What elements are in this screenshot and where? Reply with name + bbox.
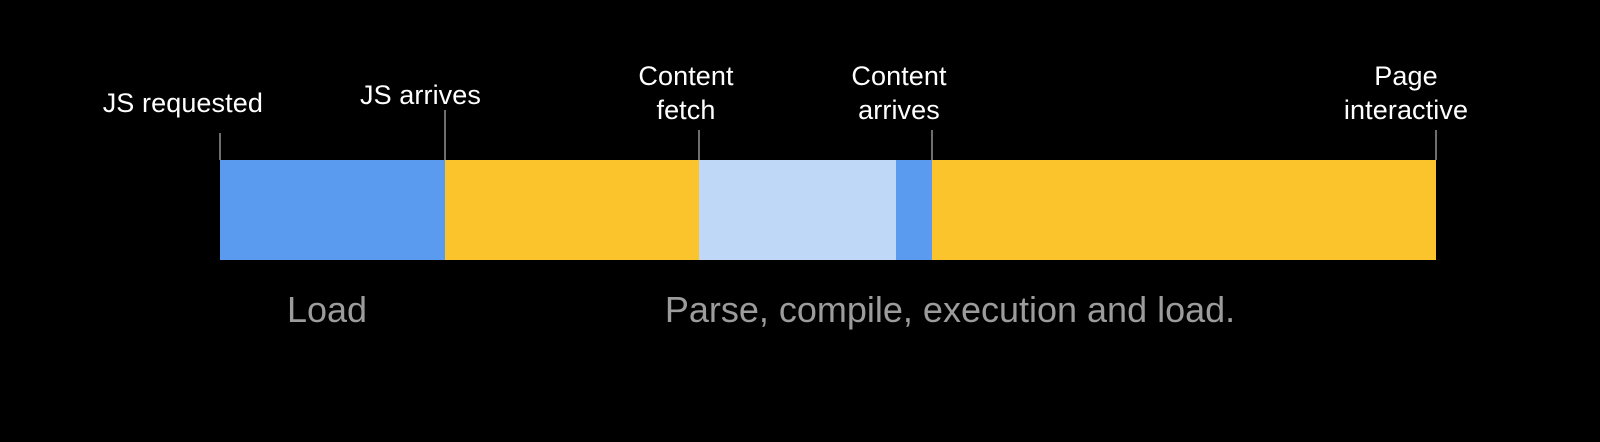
bar-segment-execution-and-load xyxy=(932,160,1436,260)
bar-segment-content-fetch-wait xyxy=(699,160,896,260)
phase-label-load: Load xyxy=(286,289,368,330)
bar-segment-js-load xyxy=(220,160,445,260)
bar-segment-content-load xyxy=(896,160,932,260)
marker-label-js-requested: JS requested xyxy=(102,88,263,118)
marker-label-page-interactive: Page interactive xyxy=(1343,61,1469,125)
marker-label-content-arrives: Content arrives xyxy=(851,61,947,125)
tick-line-js-arrives xyxy=(444,110,446,160)
marker-label-content-fetch: Content fetch xyxy=(638,61,734,125)
timeline-bar xyxy=(220,160,1436,260)
phase-label-parse: Parse, compile, execution and load. xyxy=(664,289,1236,330)
tick-line-content-fetch xyxy=(698,130,700,160)
marker-label-js-arrives: JS arrives xyxy=(359,80,481,110)
bar-segment-js-parse-compile xyxy=(445,160,699,260)
tick-line-js-requested xyxy=(219,133,221,160)
tick-line-page-interactive xyxy=(1435,130,1437,160)
tick-line-content-arrives xyxy=(931,130,933,160)
